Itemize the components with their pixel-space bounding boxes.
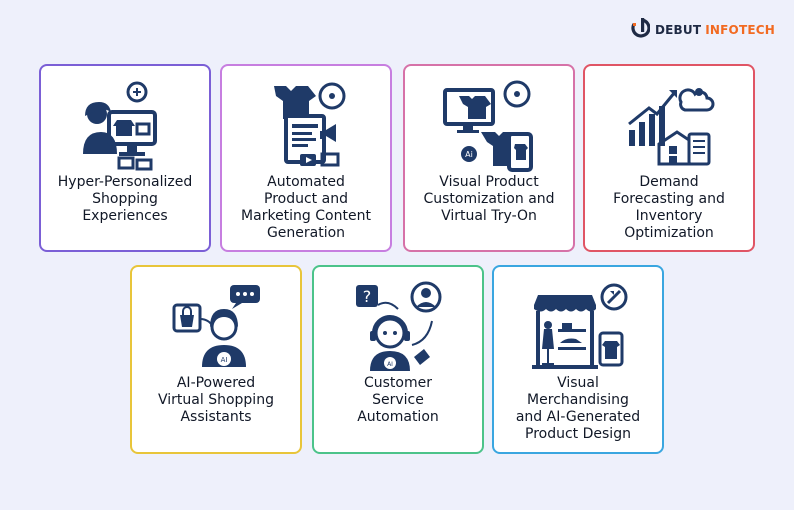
svg-text:?: ? — [363, 287, 372, 306]
brand-name-primary: DEBUT — [655, 23, 702, 37]
customer-service-icon: ? AI — [356, 281, 442, 371]
svg-text:AI: AI — [221, 356, 228, 364]
content-generation-icon — [274, 82, 346, 167]
virtual-tryon-icon: Ai — [443, 80, 533, 172]
brand-mark-icon — [631, 18, 650, 38]
brand-name-accent: INFOTECH — [705, 23, 775, 37]
svg-text:Ai: Ai — [465, 150, 473, 159]
forecast-inventory-icon — [628, 88, 715, 166]
merchandising-design-icon — [532, 283, 628, 369]
svg-text:AI: AI — [387, 361, 393, 368]
person-computer-icon — [83, 81, 157, 171]
shopping-assistant-icon: AI — [172, 285, 260, 367]
